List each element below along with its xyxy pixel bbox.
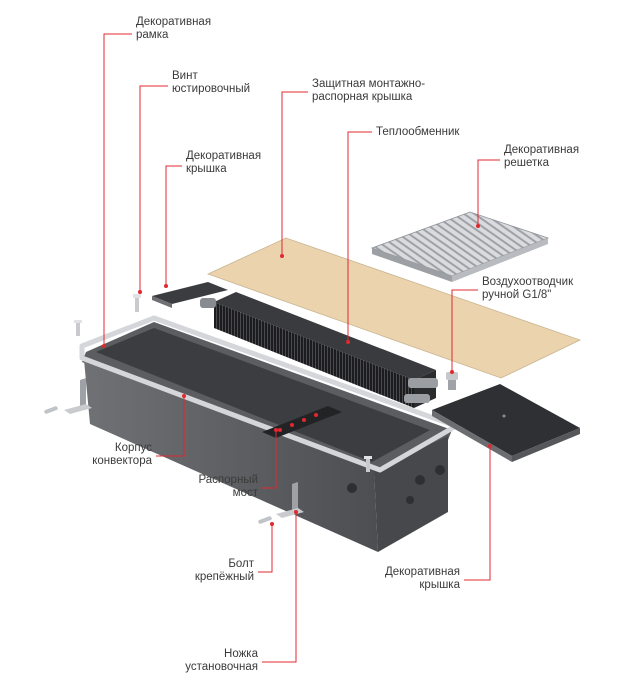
label-line: Защитная монтажно- bbox=[312, 78, 426, 90]
air-vent bbox=[446, 372, 458, 390]
label-line: мост bbox=[232, 487, 258, 499]
decorative-grille bbox=[370, 211, 550, 282]
label-line: крышка bbox=[419, 579, 460, 591]
leader-protective bbox=[281, 91, 308, 256]
label-line: крышка bbox=[186, 163, 227, 175]
leader-bridge bbox=[262, 430, 277, 489]
label-decorative-frame: Декоративная рамка bbox=[136, 16, 211, 42]
adjusting-screw-front bbox=[364, 456, 372, 472]
decorative-cover-small bbox=[152, 282, 228, 308]
label-line: конвектора bbox=[92, 455, 152, 467]
spacer-bridge bbox=[262, 406, 342, 438]
label-line: Декоративная bbox=[504, 144, 580, 156]
leader-leg bbox=[262, 512, 297, 663]
fixing-bolt-left bbox=[44, 406, 58, 414]
leader-screw bbox=[139, 85, 168, 292]
label-line: решетка bbox=[504, 157, 549, 169]
label-spacer-bridge: Распорный мост bbox=[178, 474, 259, 500]
label-heat-exchanger: Теплообменник bbox=[376, 126, 459, 139]
leader-heat bbox=[347, 131, 372, 342]
label-fixing-bolt: Болт крепёжный bbox=[174, 558, 254, 584]
heat-exchanger bbox=[200, 292, 438, 408]
label-line: Декоративная bbox=[186, 150, 262, 162]
leader-lines bbox=[102, 33, 500, 663]
label-convector-body: Корпус конвектора bbox=[72, 442, 152, 468]
leader-frame bbox=[103, 33, 132, 346]
adjusting-screw-loose bbox=[74, 320, 82, 336]
leader-grille bbox=[477, 159, 500, 226]
leader-bolt bbox=[258, 524, 273, 573]
label-decorative-cover-top: Декоративная крышка bbox=[186, 150, 261, 176]
leader-body bbox=[156, 396, 185, 457]
label-line: Декоративная bbox=[136, 16, 212, 28]
label-line: Декоративная bbox=[384, 566, 460, 578]
label-line: распорная крышка bbox=[312, 91, 413, 103]
label-line: юстировочный bbox=[172, 83, 251, 95]
fixing-bolt-right bbox=[258, 516, 272, 524]
label-line: Ножка bbox=[224, 648, 258, 660]
label-line: ручной G1/8" bbox=[482, 289, 552, 301]
adjusting-screw bbox=[133, 294, 141, 312]
convector-body bbox=[79, 315, 459, 552]
label-line: Распорный bbox=[198, 474, 259, 486]
label-line: рамка bbox=[136, 29, 169, 41]
protective-cover-board bbox=[206, 237, 582, 379]
leader-cover-bot bbox=[464, 446, 491, 581]
decorative-cover-large bbox=[432, 384, 580, 462]
label-line: Воздухоотводчик bbox=[482, 276, 574, 288]
label-decorative-grille: Декоративная решетка bbox=[504, 144, 579, 170]
leader-air bbox=[451, 289, 478, 372]
label-line: установочная bbox=[185, 661, 258, 673]
label-air-vent: Воздухоотводчик ручной G1/8" bbox=[482, 276, 573, 302]
label-line: Теплообменник bbox=[376, 126, 460, 138]
label-adjusting-screw: Винт юстировочный bbox=[172, 70, 250, 96]
label-line: Корпус bbox=[114, 442, 152, 454]
mounting-leg-left bbox=[64, 378, 92, 414]
label-mounting-leg: Ножка установочная bbox=[168, 648, 258, 674]
label-protective-cover: Защитная монтажно- распорная крышка bbox=[312, 78, 425, 104]
label-line: Винт bbox=[172, 70, 198, 82]
label-line: Болт bbox=[228, 558, 254, 570]
leader-cover-top bbox=[165, 165, 182, 286]
label-line: крепёжный bbox=[194, 571, 254, 583]
label-decorative-cover-bottom: Декоративная крышка bbox=[370, 566, 460, 592]
